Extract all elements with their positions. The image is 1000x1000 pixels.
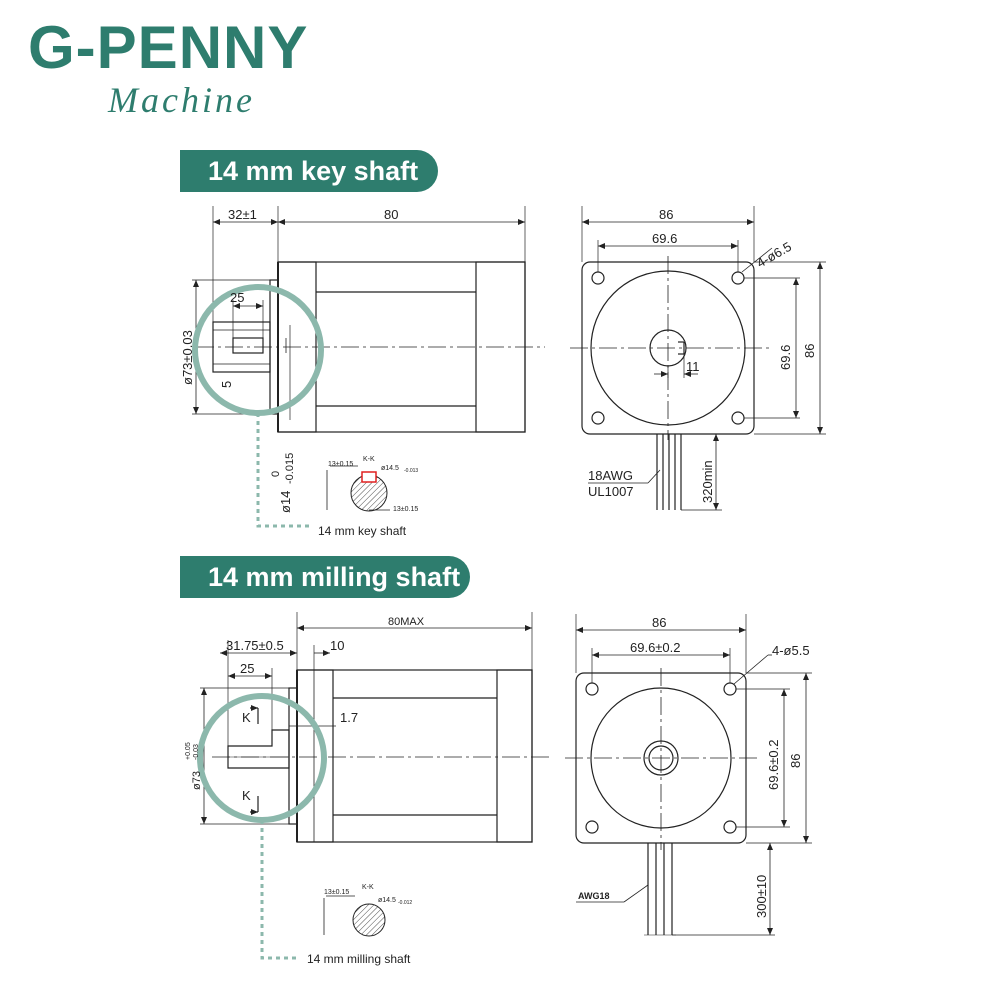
- key-shaft-leader-line: [256, 413, 310, 528]
- milling-section-label: K-K: [362, 884, 374, 891]
- milling-boss-label: 10: [330, 638, 344, 653]
- key-body-length-label: 80: [384, 207, 398, 222]
- milling-hole-spacing-x-label: 69.6±0.2: [630, 640, 681, 655]
- key-shaft-tol-lower: -0.015: [284, 453, 296, 484]
- key-width-label: 5: [219, 381, 234, 388]
- milling-pilot-tol-lower: -0.03: [193, 744, 200, 760]
- milling-section-mark-top: K: [242, 710, 251, 725]
- key-section-dim-diameter-tol: -0.013: [404, 468, 418, 474]
- key-section-label: K-K: [363, 456, 375, 463]
- key-wire-type-label: UL1007: [588, 484, 634, 499]
- key-hole-spacing-y-label: 69.6: [778, 345, 793, 370]
- milling-flat-depth-label: 1.7: [340, 710, 358, 725]
- key-shaft-tol-upper: 0: [270, 471, 282, 477]
- key-shaft-section-view: [326, 465, 390, 512]
- milling-section-dim-diameter-tol: -0.012: [398, 900, 412, 906]
- milling-flat-length-label: 25: [240, 661, 254, 676]
- key-lead-length-label: 320min: [700, 460, 715, 503]
- milling-shaft-leader-line: [260, 820, 300, 960]
- key-shaft-caption: 14 mm key shaft: [318, 524, 407, 538]
- milling-shaft-section-view: [323, 895, 386, 937]
- milling-body-length-label: 80MAX: [388, 616, 425, 628]
- key-flange-width-label: 86: [659, 207, 673, 222]
- milling-shaft-caption: 14 mm milling shaft: [307, 952, 411, 966]
- key-shaft-diameter-label: ø14: [278, 491, 293, 513]
- key-hole-spacing-x-label: 69.6: [652, 231, 677, 246]
- key-section-dim-top: 13±0.15: [328, 461, 353, 468]
- key-shaft-side-view: [192, 206, 545, 433]
- milling-shaft-length-label: 31.75±0.5: [226, 638, 284, 653]
- key-length-label: 25: [230, 290, 244, 305]
- milling-section-dim-top: 13±0.15: [324, 889, 349, 896]
- key-dim-label: 11: [686, 359, 700, 374]
- key-shaft-length-label: 32±1: [228, 207, 257, 222]
- milling-shaft-side-view: [200, 612, 552, 843]
- milling-pilot-diameter-label: ø73: [191, 771, 203, 790]
- brand-logo-subtitle: Machine: [108, 80, 255, 120]
- milling-lead-length-label: 300±10: [754, 875, 769, 918]
- milling-flange-height-label: 86: [788, 754, 803, 768]
- milling-shaft-magnifier-circle: [197, 693, 327, 823]
- milling-pilot-tol-upper: +0.05: [185, 742, 192, 760]
- milling-holes-label: 4-ø5.5: [772, 643, 810, 658]
- key-wire-gauge-label: 18AWG: [588, 468, 633, 483]
- milling-shaft-banner: 14 mm milling shaft: [180, 556, 470, 598]
- brand-logo-title: G-PENNY: [28, 14, 309, 81]
- milling-section-dim-diameter: ø14.5: [378, 897, 396, 904]
- key-shaft-front-view: [570, 206, 826, 511]
- key-section-dim-bottom: 13±0.15: [393, 506, 418, 513]
- key-shaft-banner: 14 mm key shaft: [180, 150, 438, 192]
- milling-hole-spacing-y-label: 69.6±0.2: [766, 739, 781, 790]
- key-flange-height-label: 86: [802, 344, 817, 358]
- milling-flange-width-label: 86: [652, 615, 666, 630]
- key-section-dim-diameter: ø14.5: [381, 465, 399, 472]
- key-holes-label: 4-ø6.5: [754, 239, 794, 271]
- milling-wire-gauge-label: AWG18: [578, 891, 610, 901]
- milling-section-mark-bottom: K: [242, 788, 251, 803]
- milling-shaft-front-view: [565, 614, 812, 936]
- key-pilot-diameter-label: ø73±0.03: [180, 330, 195, 385]
